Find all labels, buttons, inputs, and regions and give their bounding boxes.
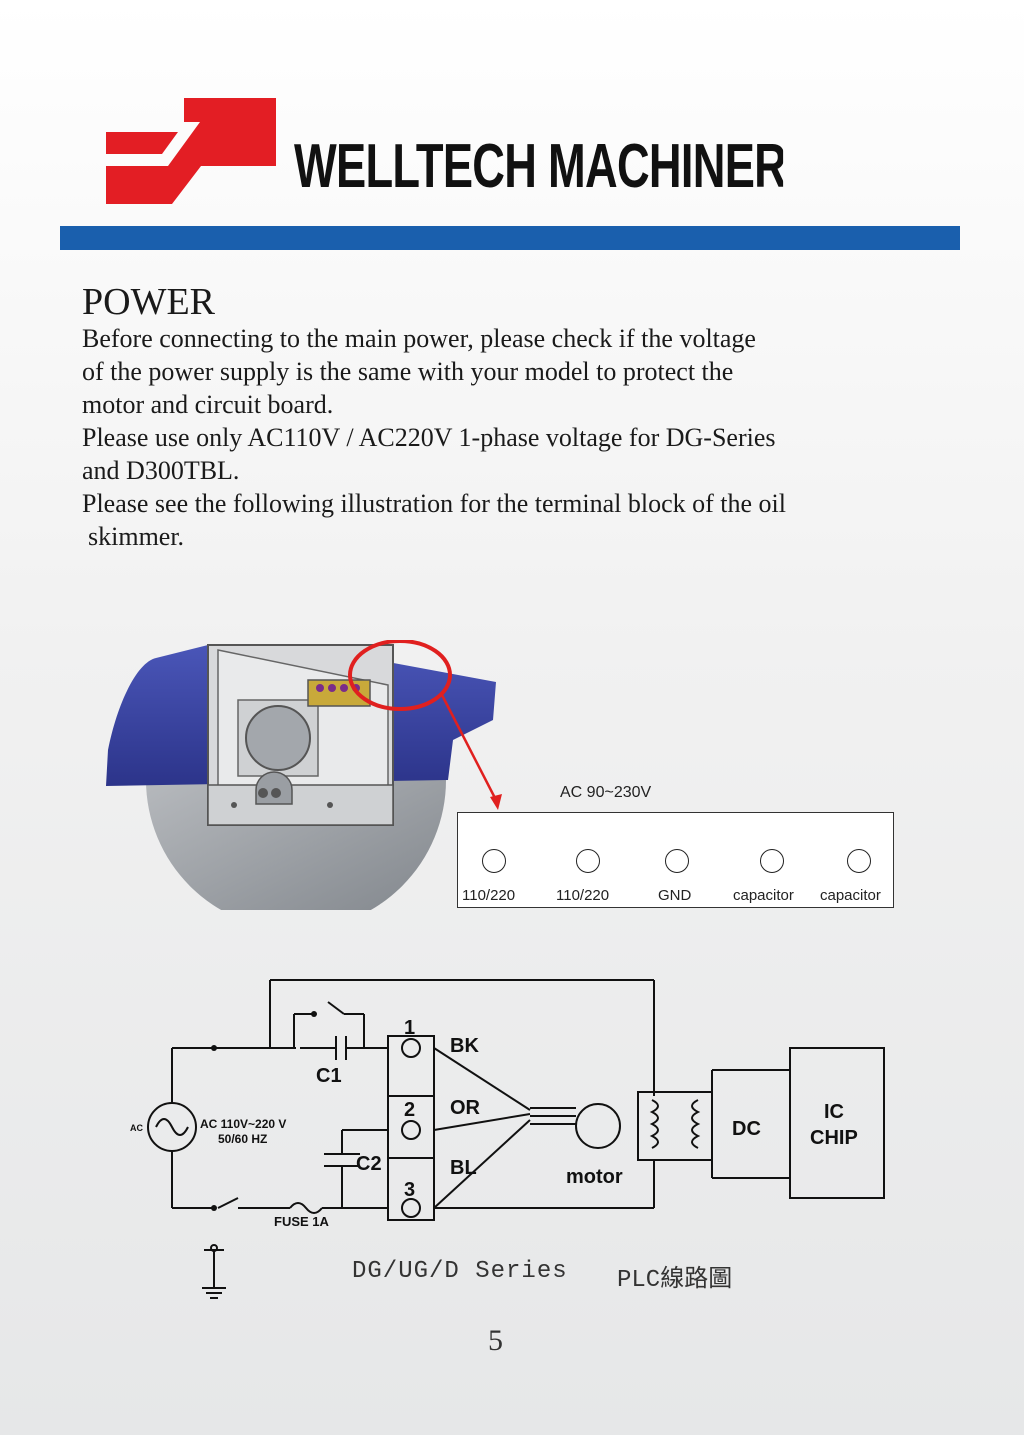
terminal-number: 2: [404, 1099, 415, 1121]
wire-label: OR: [450, 1097, 481, 1119]
capacitor-label: C1: [316, 1065, 342, 1087]
terminal-label: capacitor: [733, 887, 794, 904]
motor-label: motor: [566, 1166, 623, 1188]
wire-label: BL: [450, 1157, 477, 1179]
voltage-label: AC 110V~220 V: [200, 1117, 286, 1131]
series-caption: DG/UG/D Series: [352, 1258, 568, 1285]
terminal-number: 1: [404, 1017, 415, 1039]
intro-line: Before connecting to the main power, ple…: [82, 324, 756, 353]
intro-line: Please use only AC110V / AC220V 1-phase …: [82, 423, 776, 452]
terminal-screw-icon: [665, 849, 689, 873]
capacitor-label: C2: [356, 1153, 382, 1175]
terminal-label: capacitor: [820, 887, 881, 904]
header-divider: [60, 226, 960, 250]
ic-chip-label: CHIP: [810, 1127, 858, 1149]
terminal-screw-icon: [576, 849, 600, 873]
wiring-diagram: BK OR BL 1 2 3 C1 C2 AC AC 110V~220 V 50…: [130, 979, 885, 1229]
intro-line: of the power supply is the same with you…: [82, 357, 734, 386]
terminal-screw-icon: [847, 849, 871, 873]
source-label: AC: [130, 1123, 143, 1133]
terminal-voltage-label: AC 90~230V: [560, 784, 652, 801]
frequency-label: 50/60 HZ: [218, 1132, 267, 1146]
terminal-screw-icon: [760, 849, 784, 873]
plc-caption: PLC線路圖: [617, 1267, 733, 1294]
wire-label: BK: [450, 1035, 479, 1057]
terminal-number: 3: [404, 1179, 415, 1201]
intro-line: motor and circuit board.: [82, 390, 334, 419]
intro-line: and D300TBL.: [82, 456, 240, 485]
page-number: 5: [488, 1324, 503, 1357]
terminal-block: 110/220 110/220 GND capacitor capacitor: [457, 812, 894, 908]
intro-line: skimmer.: [88, 522, 185, 551]
dc-label: DC: [732, 1118, 761, 1140]
company-name: WELLTECH MACHINERY CO., LTD.: [294, 132, 784, 201]
fuse-label: FUSE 1A: [274, 1214, 330, 1229]
ground-icon: [202, 1244, 226, 1299]
terminal-label: GND: [658, 887, 692, 904]
skimmer-illustration: [106, 640, 502, 910]
ic-chip-label: IC: [824, 1101, 844, 1123]
intro-line: Please see the following illustration fo…: [82, 489, 786, 518]
section-title: POWER: [82, 281, 215, 323]
company-logo: [106, 98, 276, 204]
terminal-screw-icon: [482, 849, 506, 873]
terminal-label: 110/220: [462, 887, 516, 904]
terminal-label: 110/220: [556, 887, 610, 904]
intro-text: Before connecting to the main power, ple…: [82, 322, 942, 553]
